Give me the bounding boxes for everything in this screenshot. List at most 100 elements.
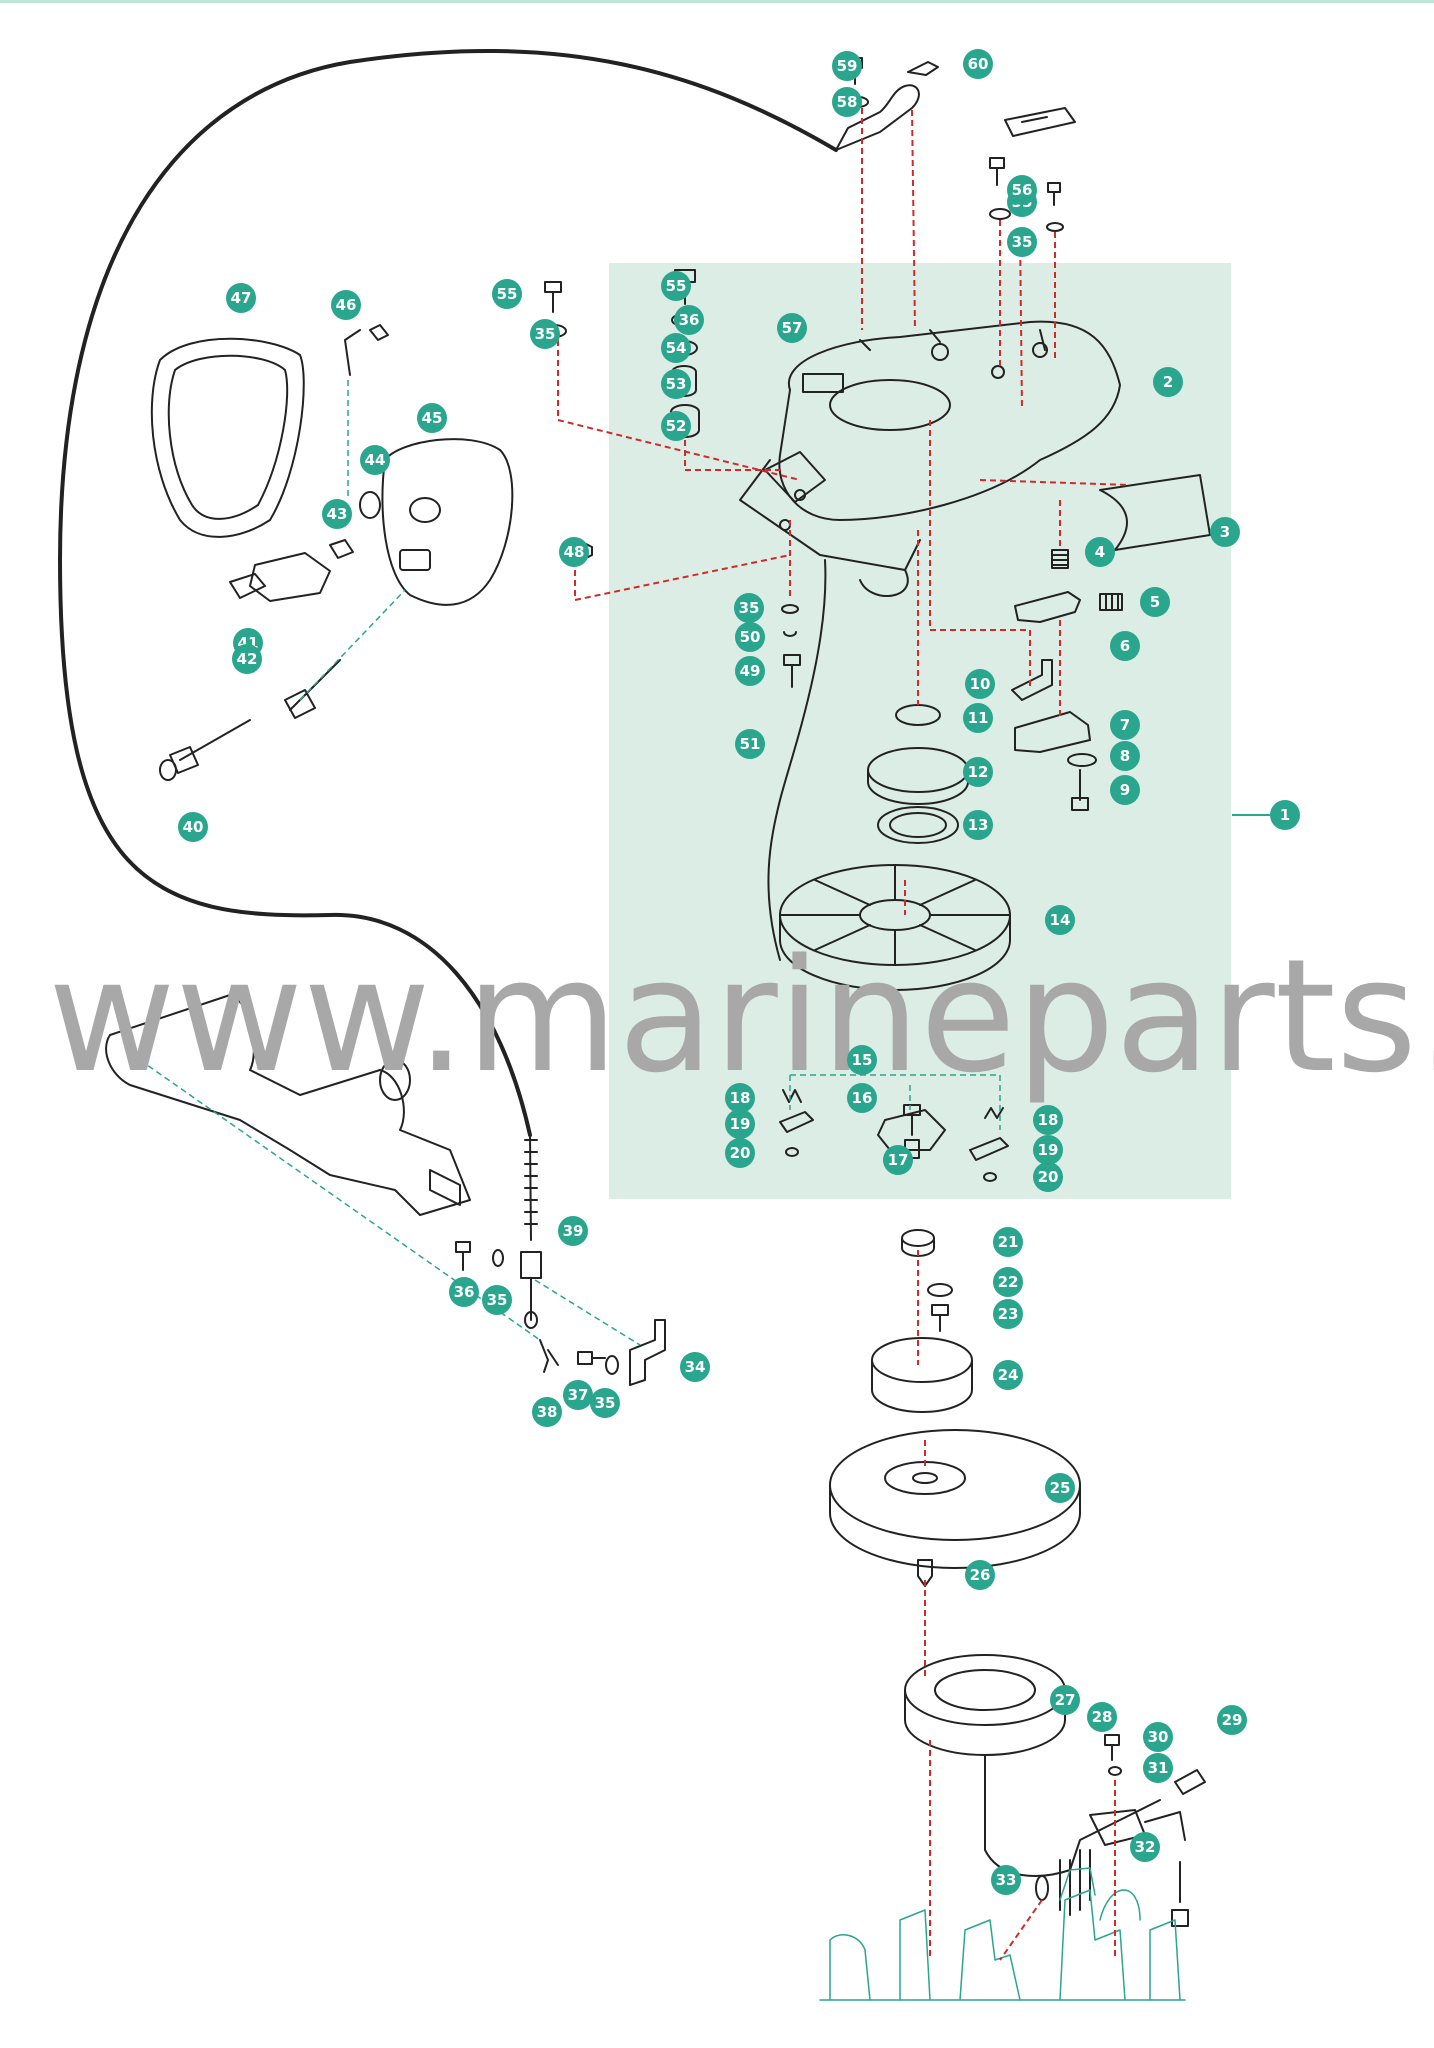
callout-45: 45 — [417, 403, 447, 433]
cable-end-38 — [524, 1134, 538, 1241]
part-20-clip-a — [785, 1147, 799, 1157]
callout-51: 51 — [735, 729, 765, 759]
callout-circle — [661, 333, 691, 363]
callout-circle — [993, 1227, 1023, 1257]
part-59-clip — [907, 61, 939, 76]
callout-number: 59 — [837, 57, 858, 75]
callout-circle — [661, 369, 691, 399]
part-41-clip — [229, 573, 266, 599]
callout-58: 58 — [832, 87, 862, 117]
part-33-oring — [1035, 1875, 1049, 1901]
part-3-strip — [1099, 474, 1211, 551]
callout-circle — [1270, 800, 1300, 830]
callout-circle — [360, 445, 390, 475]
callout-15: 15 — [847, 1045, 877, 1075]
callout-21: 21 — [993, 1227, 1023, 1257]
callout-circle — [558, 1216, 588, 1246]
part-50-rope — [767, 559, 827, 961]
callout-number: 29 — [1222, 1711, 1243, 1729]
callout-circle — [1210, 517, 1240, 547]
callout-10: 10 — [965, 669, 995, 699]
callout-circle — [725, 1083, 755, 1113]
callout-60: 60 — [963, 49, 993, 79]
callout-19: 19 — [725, 1109, 755, 1139]
part-8-washer — [1067, 753, 1097, 767]
callout-number: 54 — [666, 339, 687, 357]
engine-block — [819, 1867, 1186, 2001]
part-40-handle — [249, 552, 331, 602]
callout-56: 56 — [1007, 175, 1037, 205]
part-callouts: 1234567891011121314151617181819192020212… — [178, 49, 1300, 1895]
callout-59: 59 — [832, 51, 862, 81]
callout-26: 26 — [965, 1560, 995, 1590]
callout-number: 20 — [730, 1144, 751, 1162]
callout-16: 16 — [847, 1083, 877, 1113]
watermark-text: www.marineparts.eu — [48, 925, 1434, 1107]
callout-number: 19 — [1038, 1141, 1059, 1159]
part-10-pin — [1011, 659, 1053, 701]
callout-number: 12 — [968, 763, 989, 781]
callout-38: 38 — [532, 1397, 562, 1427]
callout-circle — [178, 812, 208, 842]
callout-circle — [1140, 587, 1170, 617]
callout-circle — [965, 669, 995, 699]
callout-number: 15 — [852, 1051, 873, 1069]
part-18-spring-b — [984, 1107, 1004, 1119]
callout-19: 19 — [1033, 1135, 1063, 1165]
callout-circle — [883, 1145, 913, 1175]
callout-circle — [1007, 175, 1037, 205]
callout-number: 21 — [998, 1233, 1019, 1251]
throttle-cable — [58, 49, 838, 1137]
part-2-starter-housing — [778, 320, 1121, 521]
callout-circle — [532, 1397, 562, 1427]
callout-44: 44 — [360, 445, 390, 475]
callout-circle — [963, 810, 993, 840]
callout-circle — [963, 757, 993, 787]
part-45-tube — [344, 324, 389, 376]
callout-4: 4 — [1085, 537, 1115, 567]
callout-circle — [559, 537, 589, 567]
callout-14: 14 — [1045, 905, 1075, 935]
part-35-washer-f — [605, 1355, 619, 1375]
callout-circle — [1045, 1473, 1075, 1503]
callout-number: 6 — [1120, 637, 1130, 655]
part-28-wire-harness — [984, 1754, 1161, 1877]
callout-circle — [1007, 227, 1037, 257]
callout-20: 20 — [1033, 1162, 1063, 1192]
callout-number: 5 — [1150, 593, 1160, 611]
callout-circle — [847, 1045, 877, 1075]
callout-circle — [331, 290, 361, 320]
callout-circle — [1153, 367, 1183, 397]
callout-number: 7 — [1120, 716, 1130, 734]
callout-5: 5 — [1140, 587, 1170, 617]
callout-number: 57 — [782, 319, 803, 337]
callout-number: 23 — [998, 1305, 1019, 1323]
callout-52: 52 — [661, 411, 691, 441]
cable-bracket-top — [835, 84, 920, 151]
callout-43: 43 — [322, 499, 352, 529]
part-36-bolt-b — [577, 1351, 606, 1365]
callout-circle — [322, 499, 352, 529]
callout-50: 50 — [735, 622, 765, 652]
callout-circle — [530, 319, 560, 349]
callout-number: 24 — [998, 1366, 1019, 1384]
part-13-spiral-spring — [877, 806, 959, 844]
part-44-cover — [381, 438, 514, 606]
callout-number: 36 — [454, 1283, 475, 1301]
callout-number: 22 — [998, 1273, 1019, 1291]
callout-circle — [674, 305, 704, 335]
callout-number: 42 — [237, 650, 258, 668]
callout-number: 44 — [365, 451, 386, 469]
callout-number: 51 — [740, 735, 761, 753]
callout-2: 2 — [1153, 367, 1183, 397]
part-24-cup — [871, 1337, 973, 1413]
part-34-bracket — [629, 1319, 666, 1386]
callout-54: 54 — [661, 333, 691, 363]
callout-35: 35 — [734, 593, 764, 623]
callout-circle — [680, 1352, 710, 1382]
callout-number: 16 — [852, 1089, 873, 1107]
callout-number: 47 — [231, 289, 252, 307]
callout-33: 33 — [991, 1865, 1021, 1895]
callout-53: 53 — [661, 369, 691, 399]
callout-circle — [963, 703, 993, 733]
